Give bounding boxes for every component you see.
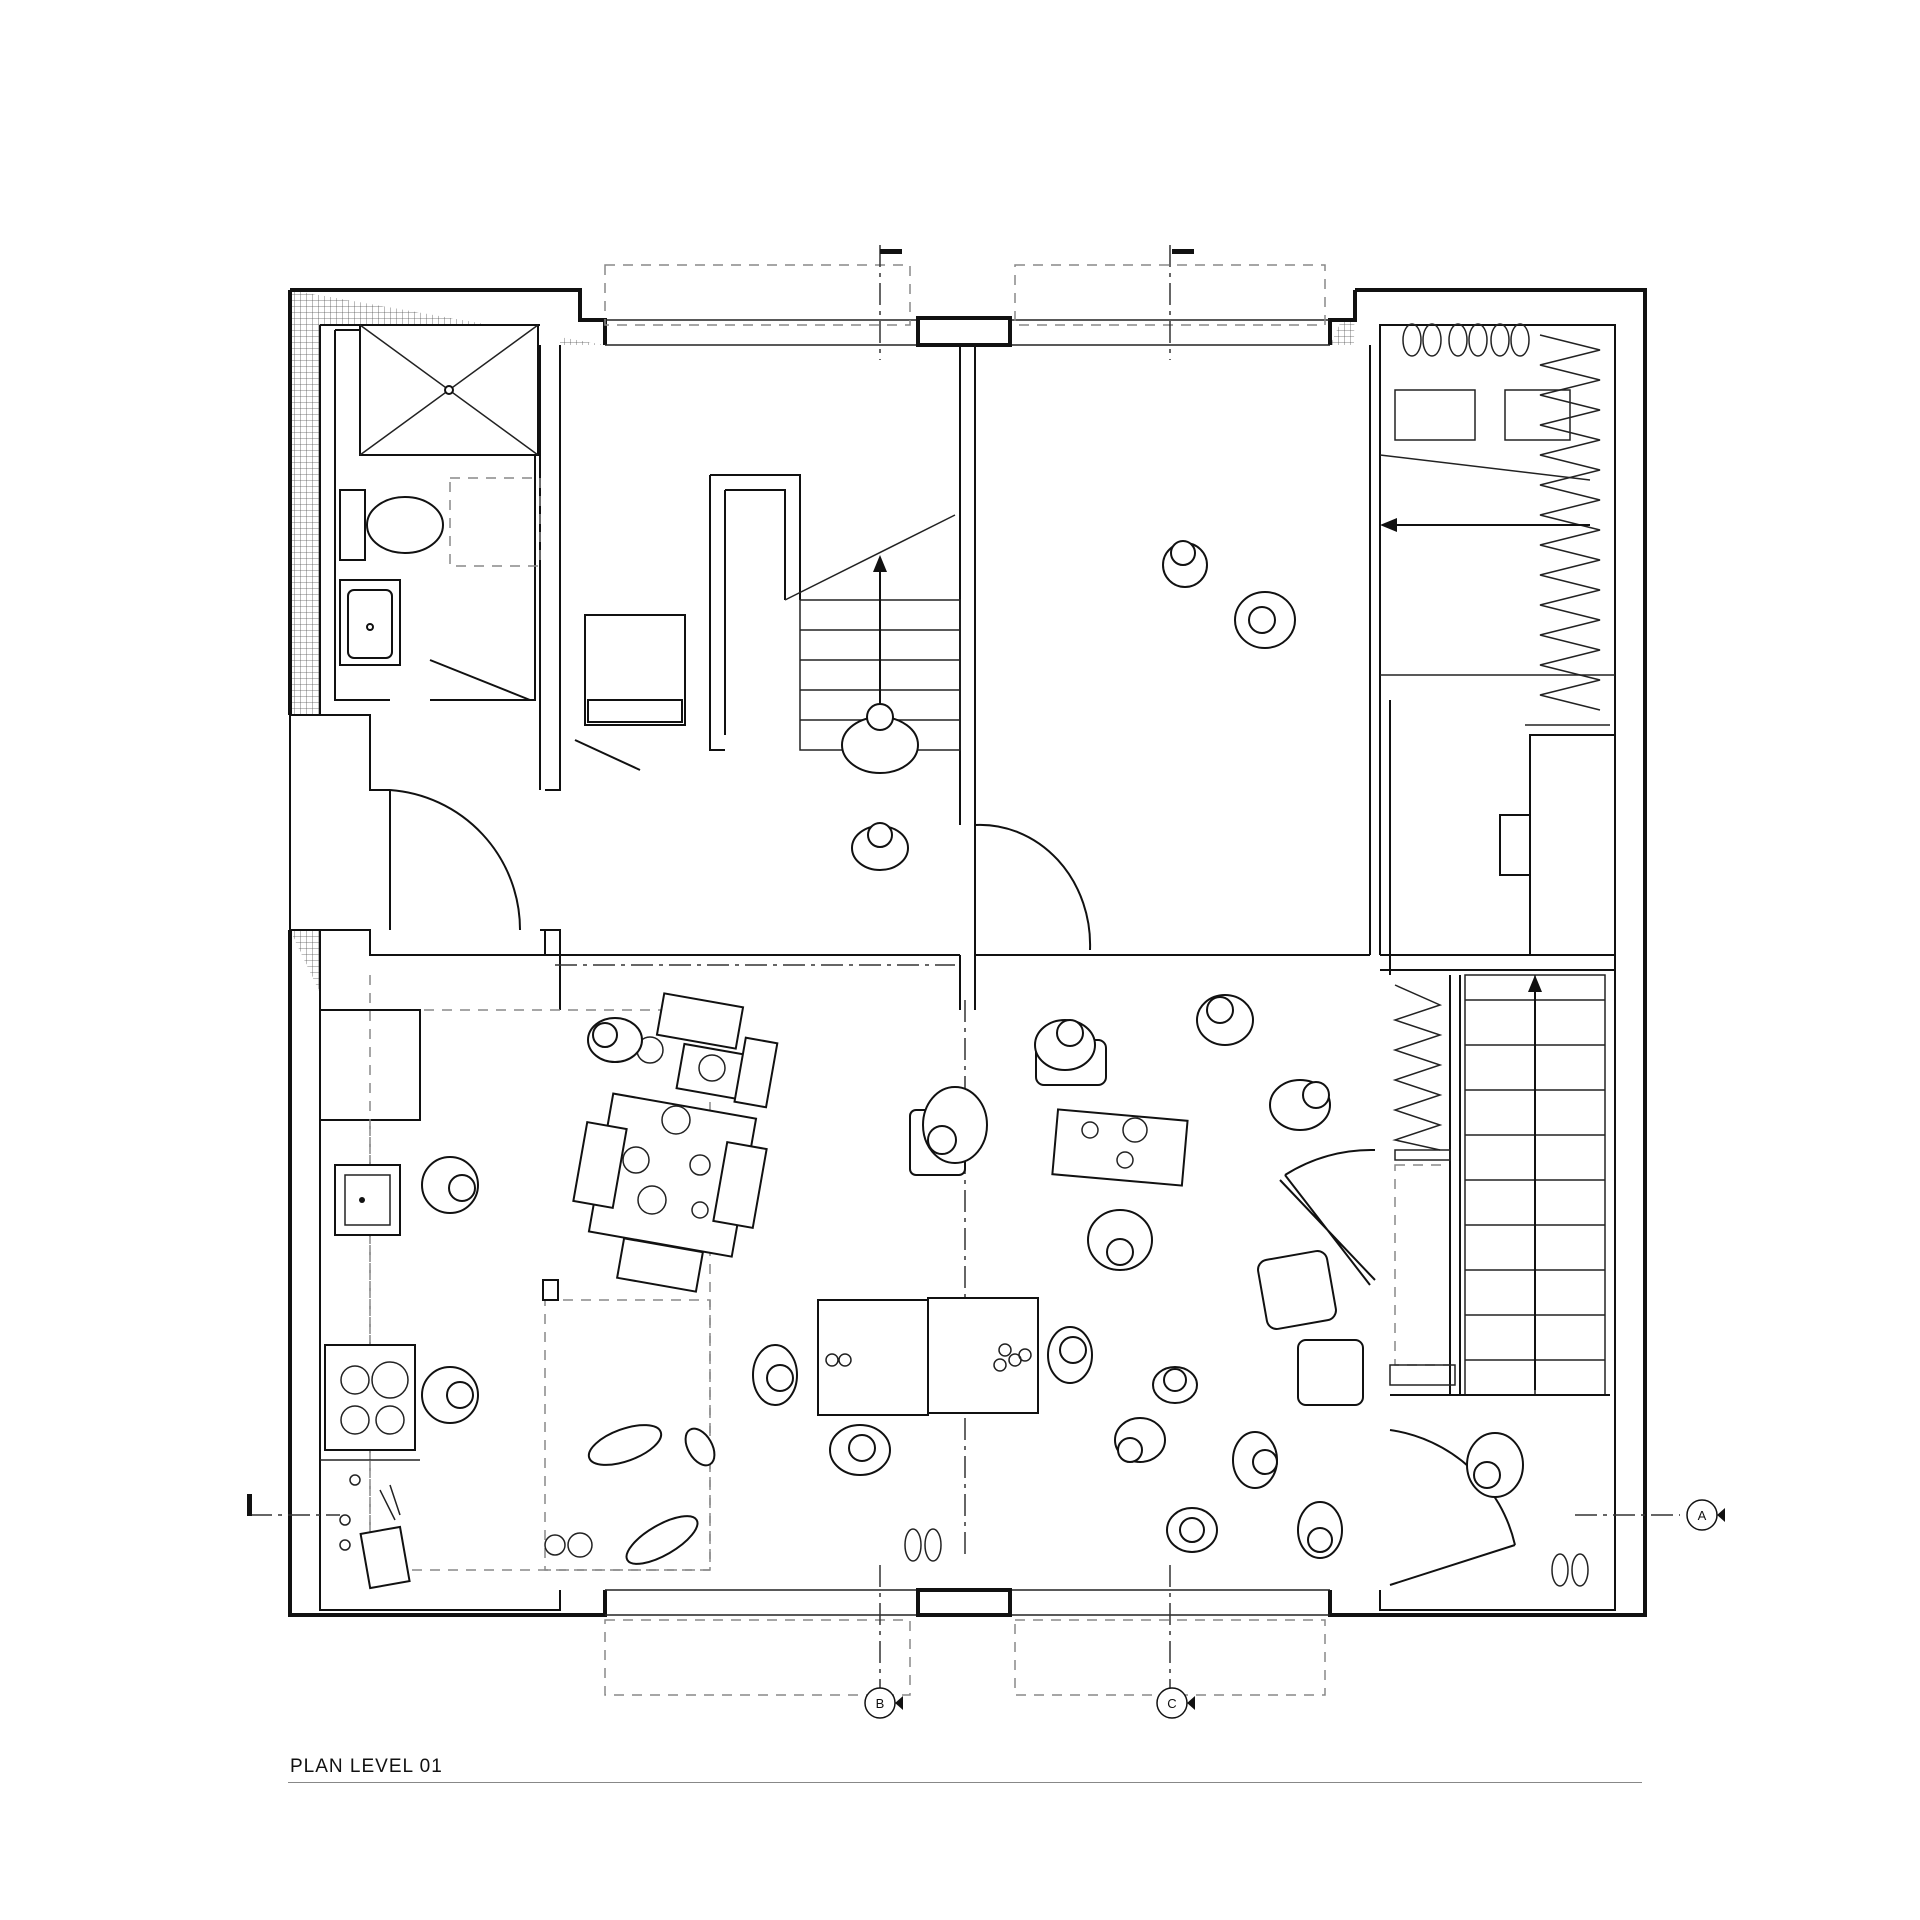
exterior-walls [288, 288, 1647, 1617]
doors [389, 789, 1516, 1586]
bathroom-fixtures [339, 324, 539, 701]
title-rule [288, 1782, 1642, 1783]
kitchen [319, 975, 421, 1590]
shoes [904, 1528, 1589, 1587]
appliance [574, 614, 686, 771]
walk-in-closet [1379, 323, 1616, 956]
section-marker-c: C [1156, 1687, 1195, 1719]
section-marker-a: A [1686, 1499, 1725, 1531]
section-label-b: B [876, 1696, 885, 1711]
cut-markers [247, 249, 1194, 1516]
lower-stairs [1389, 974, 1610, 1396]
people [421, 540, 1524, 1565]
plan-title: PLAN LEVEL 01 [290, 1756, 443, 1777]
section-marker-b: B [864, 1687, 903, 1719]
games-table [542, 1039, 1364, 1558]
section-label-a: A [1698, 1508, 1707, 1523]
dining-table [572, 992, 779, 1293]
section-label-c: C [1167, 1696, 1176, 1711]
